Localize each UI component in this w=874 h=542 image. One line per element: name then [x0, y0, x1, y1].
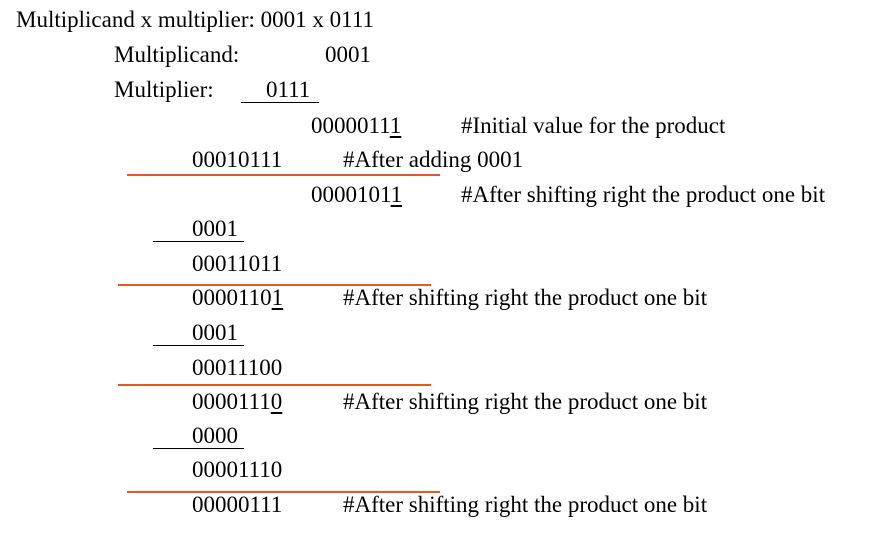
addend-2-underline: [153, 345, 244, 346]
addend-1-underline: [153, 241, 244, 242]
step-shift-2-value: 00001101: [192, 285, 283, 311]
multiplicand-label: Multiplicand:: [114, 42, 240, 67]
step-shift-1-value: 00001011: [311, 182, 402, 208]
sum-4-value: 00001110: [192, 457, 283, 482]
step-shift-2-comment: #After shifting right the product one bi…: [343, 285, 708, 310]
sum-3-value: 00011100: [192, 355, 283, 380]
sum-rule: [127, 174, 440, 176]
step-initial-last-bit: 1: [389, 113, 402, 138]
multiplier-label: Multiplier:: [114, 77, 214, 102]
step-shift-3-value: 00001110: [192, 389, 282, 415]
step-shift-1-last-bit: 1: [390, 182, 403, 207]
multiplier-value: 0111: [266, 77, 311, 102]
multiplier-underline: [241, 102, 319, 103]
step-shift-1-comment: #After shifting right the product one bi…: [461, 182, 826, 207]
step-initial-prefix: 0000011: [311, 113, 390, 138]
step-add-value: 00010111: [192, 147, 283, 172]
addend-3-underline: [153, 448, 244, 449]
step-initial-value: 00000111: [311, 113, 401, 139]
step-shift-2-last-bit: 1: [271, 285, 284, 310]
addend-2-value: 0001: [192, 320, 238, 345]
step-add-comment: #After adding 0001: [343, 147, 524, 172]
final-product-value: 00000111: [192, 492, 283, 517]
step-shift-3-prefix: 0000111: [192, 389, 271, 414]
step-shift-3-last-bit: 0: [270, 389, 283, 414]
addend-3-value: 0000: [192, 423, 238, 448]
sum-rule: [118, 384, 431, 386]
sum-rule: [118, 284, 431, 286]
step-shift-3-comment: #After shifting right the product one bi…: [343, 389, 708, 414]
step-shift-2-prefix: 0000110: [192, 285, 272, 310]
addend-1-value: 0001: [192, 216, 238, 241]
final-product-comment: #After shifting right the product one bi…: [343, 492, 708, 517]
multiplicand-value: 0001: [325, 42, 371, 67]
step-shift-1-prefix: 0000101: [311, 182, 391, 207]
sum-rule: [127, 491, 440, 493]
sum-2-value: 00011011: [192, 251, 283, 276]
title-line: Multiplicand x multiplier: 0001 x 0111: [16, 7, 374, 32]
step-initial-comment: #Initial value for the product: [461, 113, 726, 138]
